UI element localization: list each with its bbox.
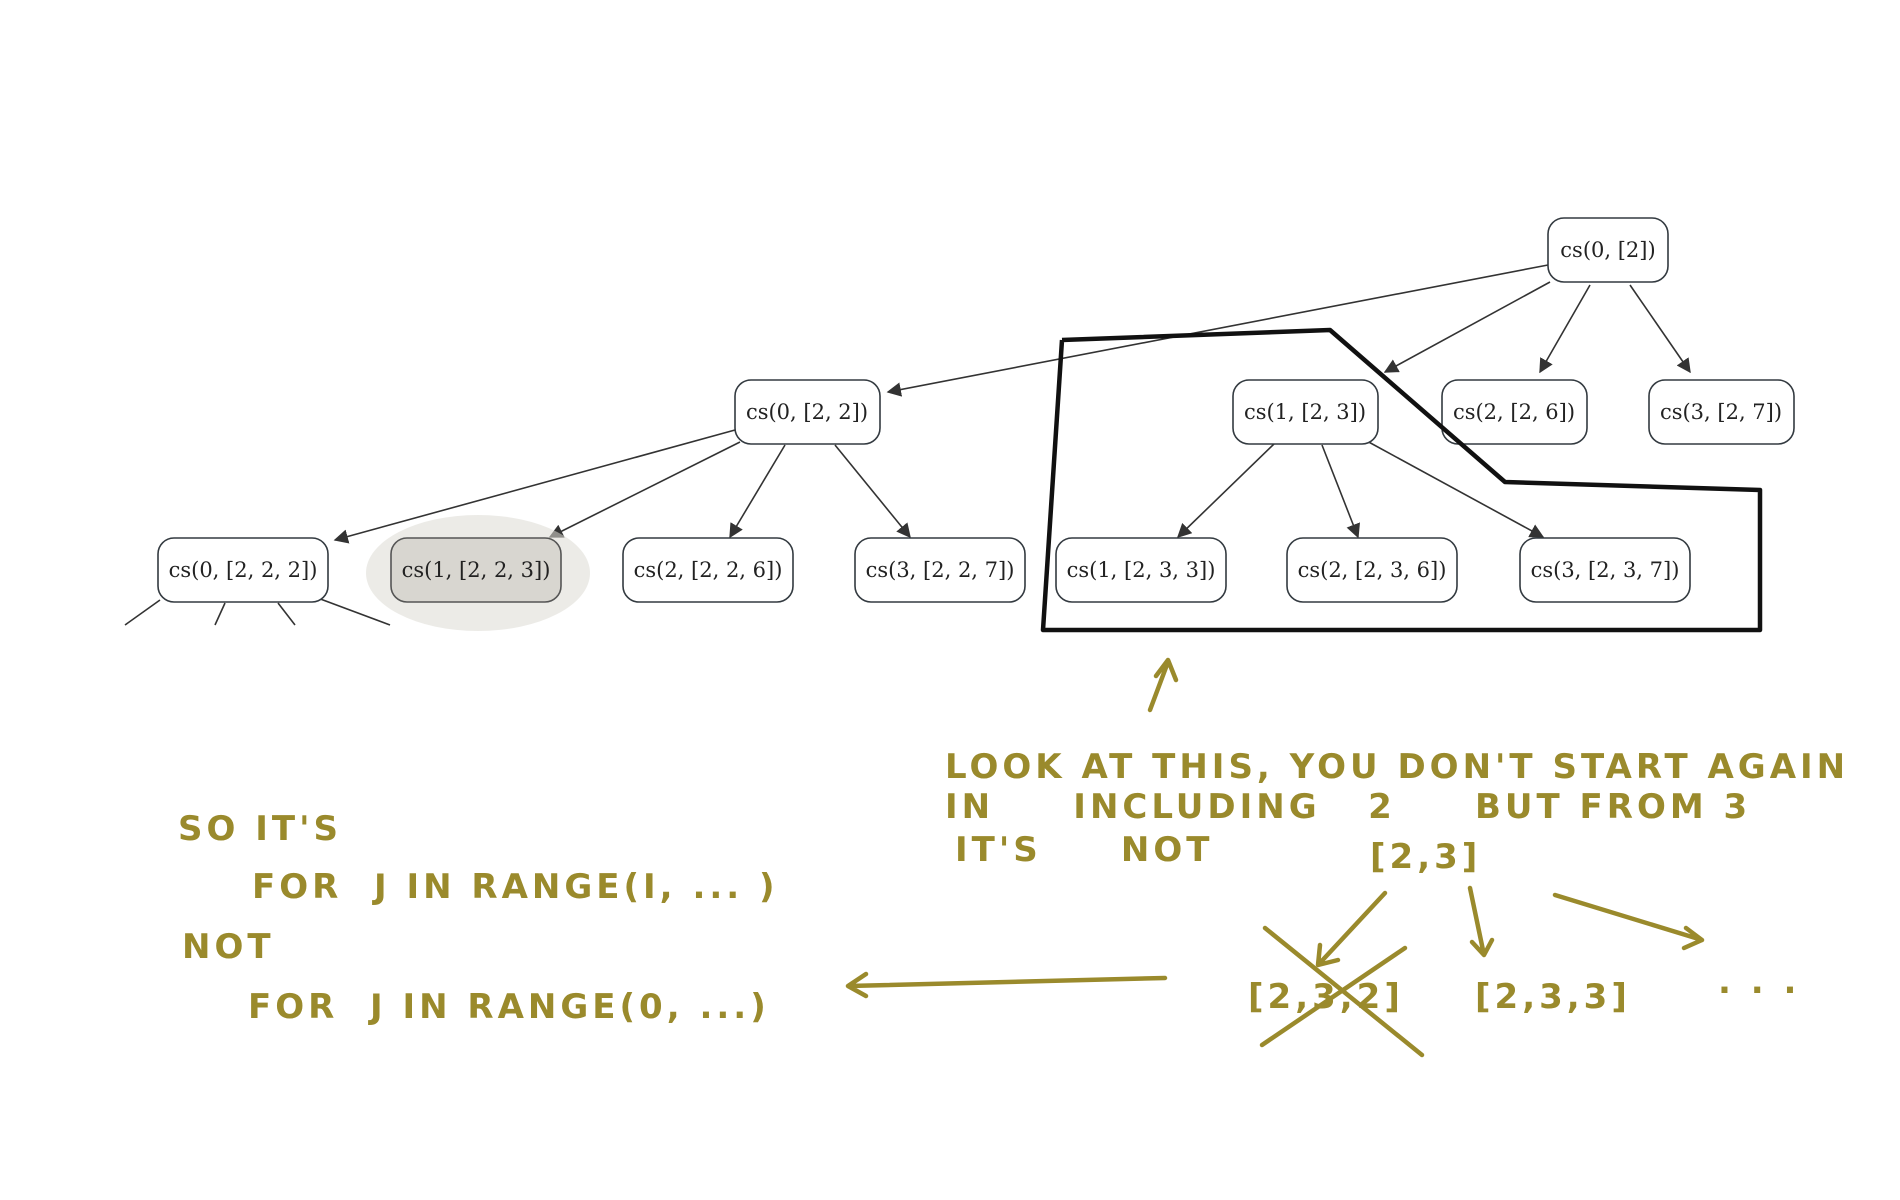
- edge-root-to-l1-1: [1383, 281, 1551, 373]
- node-l1-3: cs(3, [2, 7]): [1648, 379, 1795, 445]
- note-for-0: FOR J IN RANGE(0, ...): [248, 987, 770, 1027]
- edge-stub-4: [314, 596, 391, 626]
- node-l2-3-label: cs(3, [2, 2, 7]): [866, 558, 1015, 582]
- node-l1-3-label: cs(3, [2, 7]): [1660, 400, 1782, 424]
- node-root: cs(0, [2]): [1547, 217, 1669, 283]
- subtree-root-label: [2,3]: [1370, 837, 1482, 877]
- node-l1-2-label: cs(2, [2, 6]): [1453, 400, 1575, 424]
- note-look-line1: LOOK AT THIS, YOU DON'T START AGAIN: [945, 747, 1850, 787]
- node-l2-6-label: cs(3, [2, 3, 7]): [1531, 558, 1680, 582]
- node-l2-5: cs(2, [2, 3, 6]): [1286, 537, 1458, 603]
- subtree-mid-label: [2,3,3]: [1475, 977, 1631, 1017]
- edge-l1-0-to-l2-2: [729, 444, 786, 539]
- node-l1-2: cs(2, [2, 6]): [1441, 379, 1588, 445]
- edge-root-to-l1-3: [1629, 284, 1691, 374]
- node-l2-4: cs(1, [2, 3, 3]): [1055, 537, 1227, 603]
- edge-l1-0-to-l2-1: [548, 441, 741, 538]
- arrow-to-crossed: [1315, 890, 1388, 968]
- arrow-to-more: [1552, 892, 1705, 951]
- node-l2-4-label: cs(1, [2, 3, 3]): [1067, 558, 1216, 582]
- note-look-line3: IT'S NOT: [955, 830, 1214, 870]
- arrow-left-long: [845, 971, 1168, 999]
- node-l2-1-label: cs(1, [2, 2, 3]): [402, 558, 551, 582]
- edge-root-to-l1-2: [1539, 284, 1591, 374]
- edge-stub-1: [124, 599, 161, 626]
- note-so-its: SO IT'S: [178, 809, 342, 849]
- edge-stub-3: [277, 602, 296, 626]
- node-l2-0-label: cs(0, [2, 2, 2]): [169, 558, 318, 582]
- note-look-line2: IN INCLUDING 2 BUT FROM 3: [945, 787, 1752, 827]
- edge-root-to-l1-0: [886, 264, 1549, 397]
- edge-l1-0-to-l2-0: [333, 429, 736, 544]
- subtree-highlight-box: [1040, 327, 1763, 633]
- node-l2-3: cs(3, [2, 2, 7]): [854, 537, 1026, 603]
- annotation-strokes: [845, 657, 1705, 1058]
- node-root-label: cs(0, [2]): [1560, 238, 1655, 262]
- node-l1-1: cs(1, [2, 3]): [1232, 379, 1379, 445]
- note-for-i: FOR J IN RANGE(I, ... ): [252, 867, 779, 907]
- arrow-to-mid: [1467, 885, 1495, 958]
- node-l1-0-label: cs(0, [2, 2]): [746, 400, 868, 424]
- node-l2-2: cs(2, [2, 2, 6]): [622, 537, 794, 603]
- node-l2-1: cs(1, [2, 2, 3]): [390, 537, 562, 603]
- pointer-up-arrow: [1147, 657, 1179, 713]
- node-l1-1-label: cs(1, [2, 3]): [1244, 400, 1366, 424]
- node-l1-0: cs(0, [2, 2]): [734, 379, 881, 445]
- node-l2-5-label: cs(2, [2, 3, 6]): [1298, 558, 1447, 582]
- edge-l1-1-to-l2-5: [1321, 444, 1360, 539]
- subtree-crossed-label: [2,3,2]: [1248, 977, 1404, 1017]
- note-not: NOT: [182, 927, 275, 967]
- edge-l1-1-to-l2-4: [1176, 442, 1276, 539]
- node-l2-2-label: cs(2, [2, 2, 6]): [634, 558, 783, 582]
- edge-l1-1-to-l2-6: [1364, 439, 1545, 538]
- edge-stub-2: [214, 602, 226, 626]
- edge-l1-0-to-l2-3: [834, 444, 911, 539]
- node-l2-6: cs(3, [2, 3, 7]): [1519, 537, 1691, 603]
- cross-out-mark: [1259, 925, 1425, 1058]
- node-l2-0: cs(0, [2, 2, 2]): [157, 537, 329, 603]
- subtree-more-label: . . .: [1718, 962, 1801, 1002]
